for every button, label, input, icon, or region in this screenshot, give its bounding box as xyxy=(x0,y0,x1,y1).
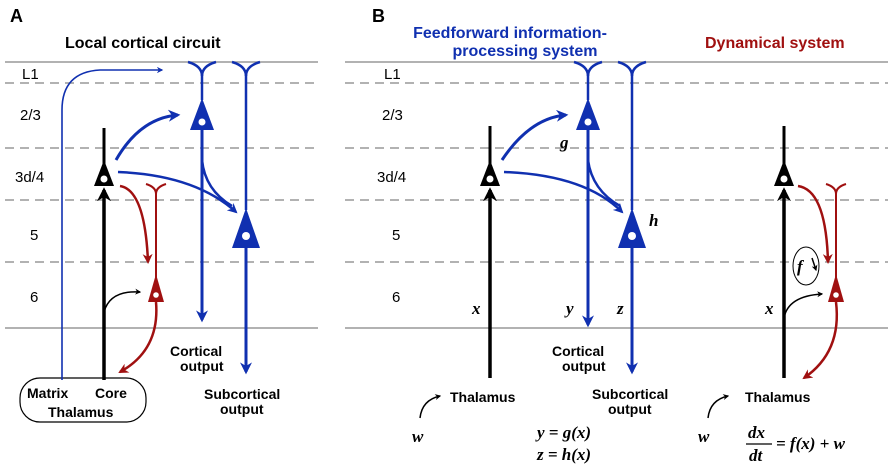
panel-a: A Local cortical circuit L1 2/3 3d/4 5 6… xyxy=(5,6,318,423)
layer-label-6: 6 xyxy=(30,289,38,306)
b-ff-l23-to-l5-arrow xyxy=(586,159,621,208)
thalamus-box xyxy=(19,377,147,423)
b-ff-var-x: x xyxy=(471,299,481,318)
layer-label-l1: L1 xyxy=(22,66,39,83)
b-layer-label-l1: L1 xyxy=(384,66,401,83)
l23-to-l5-arrow xyxy=(200,159,233,208)
l5-neuron-soma xyxy=(232,208,260,248)
eq-z-h-x: z = h(x) xyxy=(536,445,591,464)
b-layer-label-3d-4: 3d/4 xyxy=(377,169,406,186)
a-cortical-output-line1: Cortical xyxy=(170,343,222,359)
b-dyn-l6-soma xyxy=(828,274,844,302)
b-dyn-var-w: w xyxy=(698,427,710,446)
thalamus-matrix-label: Matrix xyxy=(27,385,68,401)
b-dyn-thalamus-label: Thalamus xyxy=(745,389,811,405)
b-subcortical-output-line2: output xyxy=(608,401,652,417)
b-ff-l4-to-l5-arrow xyxy=(503,170,624,214)
layer-label-5: 5 xyxy=(30,227,38,244)
b-dyn-w-arrow xyxy=(707,394,730,419)
l6-to-thalamus-arrow xyxy=(118,301,158,374)
l5-dendritic-tuft xyxy=(231,60,261,77)
eq-y-g-x: y = g(x) xyxy=(535,423,591,442)
l23-neuron-nucleus xyxy=(198,118,206,126)
b-dyn-l6-nucleus xyxy=(833,292,839,298)
b-layer-label-2-3: 2/3 xyxy=(382,107,403,124)
thalamus-to-l6-arrow xyxy=(103,288,142,313)
layer-label-2-3: 2/3 xyxy=(20,107,41,124)
b-ff-l23-nucleus xyxy=(584,118,592,126)
thalamus-core-label: Core xyxy=(95,385,127,401)
b-cortical-output-line2: output xyxy=(562,358,606,374)
b-ff-l5-nucleus xyxy=(628,232,636,240)
l4-to-l6-arrow xyxy=(119,184,153,264)
f-loop-arrow xyxy=(811,257,818,272)
b-dyn-thalamus-to-l6-arrow xyxy=(783,291,824,319)
l4-neuron-nucleus xyxy=(100,175,108,183)
b-ff-var-g: g xyxy=(559,133,569,152)
b-ff-l5-tuft xyxy=(617,60,647,77)
l6-neuron-soma xyxy=(148,274,164,302)
l4-to-l5-arrow xyxy=(117,170,238,214)
b-dyn-l4-soma xyxy=(774,160,794,186)
panel-a-letter: A xyxy=(10,6,23,26)
b-layer-label-5: 5 xyxy=(392,227,400,244)
b-ff-l23-tuft xyxy=(573,60,603,77)
b-dyn-l6-to-thalamus-arrow xyxy=(802,301,839,380)
f-loop-ellipse xyxy=(792,246,820,286)
b-dyn-l4-to-l6-arrow xyxy=(797,184,833,264)
layer-label-3d-4: 3d/4 xyxy=(15,169,44,186)
a-subcortical-output-line1: Subcortical xyxy=(204,386,280,402)
b-ff-l4-to-l23-arrow xyxy=(500,109,569,161)
thalamus-name-label: Thalamus xyxy=(48,404,114,420)
l23-neuron-soma xyxy=(190,98,214,130)
b-ff-l4-soma xyxy=(480,160,500,186)
b-dyn-var-x: x xyxy=(764,299,774,318)
matrix-projection-arrow xyxy=(61,66,164,380)
l6-dendritic-tuft xyxy=(145,183,167,195)
a-cortical-output-line2: output xyxy=(180,358,224,374)
eq-dt: dt xyxy=(749,446,764,465)
b-subcortical-output-line1: Subcortical xyxy=(592,386,668,402)
eq-dx: dx xyxy=(748,423,766,442)
l6-neuron-nucleus xyxy=(153,292,159,298)
b-ff-l4-nucleus xyxy=(486,175,494,183)
b-ff-l23-soma xyxy=(576,98,600,130)
b-ff-var-h: h xyxy=(649,211,658,230)
panel-b: B Feedforward information- processing sy… xyxy=(345,6,888,465)
panel-b-letter: B xyxy=(372,6,385,26)
b-ff-var-w: w xyxy=(412,427,424,446)
b-ff-var-z: z xyxy=(616,299,624,318)
panel-b-layer-lines xyxy=(345,61,888,329)
panel-a-title: Local cortical circuit xyxy=(65,35,221,52)
l4-neuron-soma xyxy=(94,160,114,186)
a-subcortical-output-line2: output xyxy=(220,401,264,417)
l5-neuron-nucleus xyxy=(242,232,250,240)
l23-dendritic-tuft xyxy=(187,60,217,77)
b-dyn-var-f: f xyxy=(797,257,805,276)
b-ff-w-arrow xyxy=(419,394,442,419)
b-dyn-l4-nucleus xyxy=(780,175,788,183)
b-ff-l5-soma xyxy=(618,208,646,248)
l4-to-l23-arrow xyxy=(114,109,181,161)
panel-a-layer-lines xyxy=(5,61,318,329)
ff-title-line2: processing system xyxy=(453,43,598,60)
eq-dyn-rhs: = f(x) + w xyxy=(776,434,846,453)
b-ff-thalamus-label: Thalamus xyxy=(450,389,516,405)
ff-title-line1: Feedforward information- xyxy=(413,25,607,42)
dyn-title: Dynamical system xyxy=(705,35,845,52)
b-layer-label-6: 6 xyxy=(392,289,400,306)
b-dyn-l6-tuft xyxy=(825,183,847,195)
b-ff-var-y: y xyxy=(564,299,574,318)
b-cortical-output-line1: Cortical xyxy=(552,343,604,359)
